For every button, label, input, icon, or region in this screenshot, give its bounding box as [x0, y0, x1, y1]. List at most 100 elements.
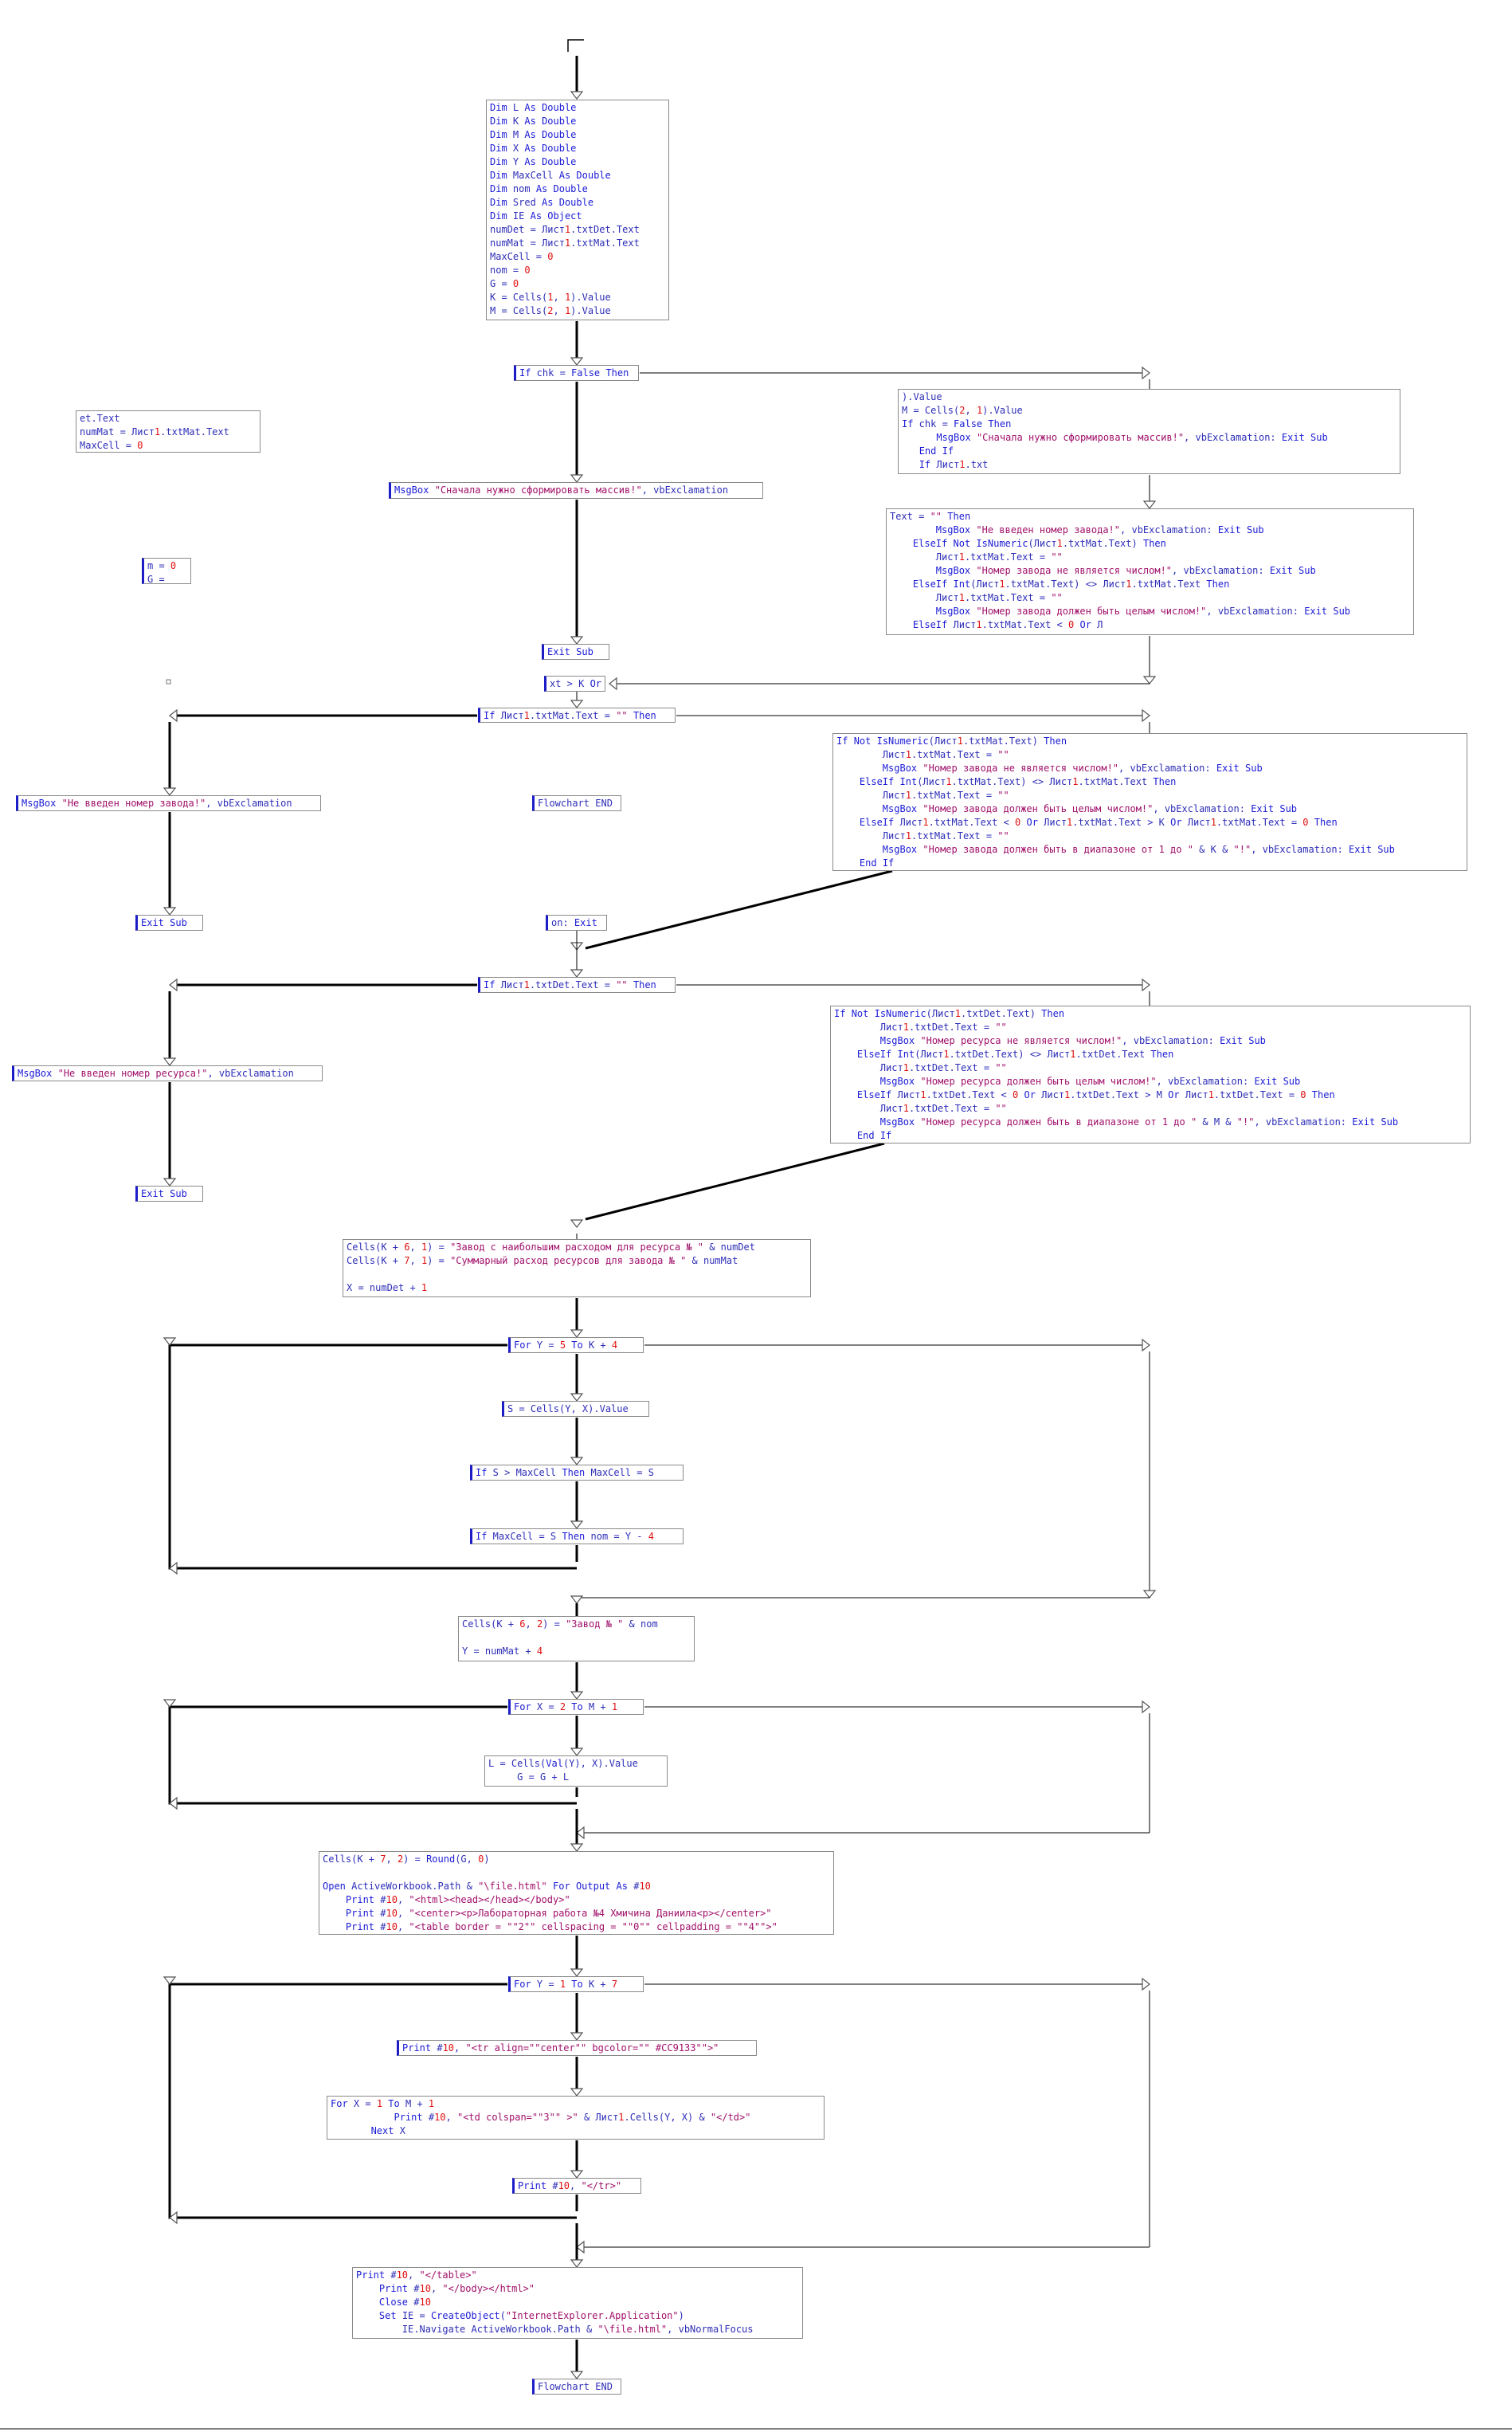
block-b-s[interactable]: S = Cells(Y, X).Value — [502, 1401, 649, 1417]
block-b-forx2[interactable]: For X = 1 To M + 1 Print #10, "<td colsp… — [327, 2096, 825, 2140]
code-line: m = 0 — [147, 560, 177, 571]
code-line: Print #10, "</table>" — [356, 2269, 477, 2281]
block-b-fory2[interactable]: For Y = 1 To K + 7 — [508, 1976, 644, 1992]
code-line: Print #10, "<tr align=""center"" bgcolor… — [402, 2042, 719, 2054]
block-b-ptr[interactable]: Print #10, "</tr>" — [512, 2178, 641, 2194]
code-line: Open ActiveWorkbook.Path & "\file.html" … — [323, 1881, 651, 1892]
code-line: ElseIf Int(Лист1.txtMat.Text) <> Лист1.t… — [859, 776, 1177, 787]
code-line: Dim L As Double — [490, 102, 577, 113]
code-line: nom = 0 — [490, 265, 531, 276]
code-line: G = — [147, 574, 170, 585]
code-line: Dim IE As Object — [490, 210, 582, 222]
code-line: Print #10, "<html><head></head></body>" — [345, 1894, 570, 1905]
block-b-cells2[interactable]: Cells(K + 6, 2) = "Завод № " & nom Y = n… — [458, 1616, 695, 1661]
connector — [168, 1705, 577, 1805]
arrow-head — [163, 787, 177, 796]
code-line: MaxCell = 0 — [490, 251, 554, 262]
arrow-head — [570, 1748, 584, 1756]
arrow-head — [570, 636, 584, 645]
code-line: L = Cells(Val(Y), X).Value — [488, 1758, 638, 1769]
code-line: Cells(K + 6, 2) = "Завод № " & nom — [462, 1618, 658, 1630]
code-line: M = Cells(2, 1).Value — [902, 405, 1023, 416]
block-b-fend2[interactable]: Flowchart END — [532, 2379, 621, 2395]
code-line: X = numDet + 1 — [347, 1282, 428, 1293]
arrow-head — [570, 1329, 584, 1338]
code-line: MsgBox "Не введен номер ресурса!", vbExc… — [18, 1068, 294, 1079]
arrow-head — [570, 91, 584, 100]
code-line: Dim X As Double — [490, 143, 577, 154]
code-line — [462, 1631, 691, 1645]
arrow-head — [570, 2032, 584, 2041]
arrow-head — [570, 1393, 584, 1402]
block-b-mat-code[interactable]: Text = "" Then MsgBox "Не введен номер з… — [886, 508, 1414, 635]
marker — [166, 679, 171, 685]
code-line: Exit Sub — [547, 646, 593, 657]
code-line: MaxCell = 0 — [80, 440, 143, 451]
code-line: If Not IsNumeric(Лист1.txtMat.Text) Then — [836, 736, 1067, 747]
code-line: Print #10, "<center><p>Лабораторная рабо… — [345, 1908, 772, 1919]
block-b-ifmat[interactable]: If Лист1.txtMat.Text = "" Then — [478, 708, 676, 723]
block-b-html2[interactable]: Print #10, "</table>" Print #10, "</body… — [352, 2267, 803, 2339]
code-line: Print #10, "<td colspan=""3"" >" & Лист1… — [394, 2112, 751, 2123]
code-line: Flowchart END — [538, 798, 613, 809]
arrow-head — [1142, 708, 1150, 723]
code-line: Cells(K + 7, 2) = Round(G, 0) — [323, 1853, 490, 1865]
arrow-head — [1142, 676, 1157, 685]
code-line: S = Cells(Y, X).Value — [507, 1403, 629, 1414]
block-b-frag2[interactable]: m = 0 G = — [142, 558, 191, 585]
code-line: Text = "" Then — [890, 511, 971, 522]
block-b-tr[interactable]: Print #10, "<tr align=""center"" bgcolor… — [397, 2040, 757, 2056]
block-b-ifs[interactable]: If S > MaxCell Then MaxCell = S — [470, 1465, 684, 1481]
code-line: Y = numMat + 4 — [462, 1646, 543, 1657]
block-b-ifmax[interactable]: If MaxCell = S Then nom = Y - 4 — [470, 1528, 684, 1544]
block-b-ifdet[interactable]: If Лист1.txtDet.Text = "" Then — [478, 977, 676, 993]
arrow-head — [609, 677, 617, 691]
block-b-det-code[interactable]: If Not IsNumeric(Лист1.txtDet.Text) Then… — [830, 1006, 1471, 1143]
block-b-msg2[interactable]: MsgBox "Не введен номер завода!", vbExcl… — [16, 795, 321, 811]
arrow-head — [1142, 1338, 1150, 1352]
arrow-head — [1142, 1977, 1150, 1991]
code-line: MsgBox "Сначала нужно сформировать масси… — [936, 432, 1328, 443]
code-line: Set IE = CreateObject("InternetExplorer.… — [378, 2310, 684, 2321]
arrow-head — [570, 700, 584, 708]
code-line: IE.Navigate ActiveWorkbook.Path & "\file… — [356, 2324, 754, 2335]
block-b-fory1[interactable]: For Y = 5 To K + 4 — [508, 1337, 644, 1353]
block-b-exit1[interactable]: Exit Sub — [542, 644, 609, 660]
code-line: If Лист1.txtDet.Text = "" Then — [484, 979, 656, 990]
arrow-head — [570, 2259, 584, 2268]
code-line: Dim Sred As Double — [490, 197, 594, 208]
block-b-frag3[interactable]: xt > K Or — [544, 676, 605, 692]
block-b-exit3[interactable]: Exit Sub — [135, 1186, 203, 1202]
code-line: If chk = False Then — [902, 418, 1012, 430]
code-line: Cells(K + 7, 1) = "Суммарный расход ресу… — [347, 1255, 738, 1266]
block-b-cells1[interactable]: Cells(K + 6, 1) = "Завод с наибольшим ра… — [343, 1239, 811, 1297]
block-b-html1[interactable]: Cells(K + 7, 2) = Round(G, 0) Open Activ… — [319, 1851, 834, 1935]
code-line: MsgBox "Номер завода должен быть целым ч… — [882, 803, 1298, 814]
code-line: End If — [859, 857, 895, 869]
code-line: Close #10 — [378, 2297, 431, 2308]
block-b-msg1[interactable]: MsgBox "Сначала нужно сформировать масси… — [389, 482, 763, 499]
code-line: Cells(K + 6, 1) = "Завод с наибольшим ра… — [347, 1242, 755, 1253]
block-b-ifchk[interactable]: If chk = False Then — [514, 365, 639, 381]
code-line: If Лист1.txt — [919, 459, 989, 470]
arrow-head — [163, 1057, 177, 1066]
block-b-forx[interactable]: For X = 2 To M + 1 — [508, 1699, 644, 1715]
block-b-fend1[interactable]: Flowchart END — [532, 795, 621, 811]
code-line: Dim MaxCell As Double — [490, 170, 611, 181]
block-b-mat2[interactable]: If Not IsNumeric(Лист1.txtMat.Text) Then… — [832, 733, 1467, 871]
code-line: Print #10, "<table border = ""2"" cellsp… — [345, 1921, 778, 1932]
block-b-frag4[interactable]: on: Exit — [546, 915, 607, 931]
arrow-head — [570, 2371, 584, 2379]
arrow-head — [570, 474, 584, 483]
block-b-l[interactable]: L = Cells(Val(Y), X).Value G = G + L — [484, 1755, 668, 1787]
code-line: G = G + L — [488, 1771, 570, 1783]
block-b-exit2[interactable]: Exit Sub — [135, 915, 203, 931]
block-b-msg3[interactable]: MsgBox "Не введен номер ресурса!", vbExc… — [12, 1065, 323, 1081]
code-line: numMat = Лист1.txtMat.Text — [490, 237, 640, 249]
arrow-head — [169, 1796, 178, 1810]
code-line: Лист1.txtMat.Text = "" — [890, 551, 1063, 563]
